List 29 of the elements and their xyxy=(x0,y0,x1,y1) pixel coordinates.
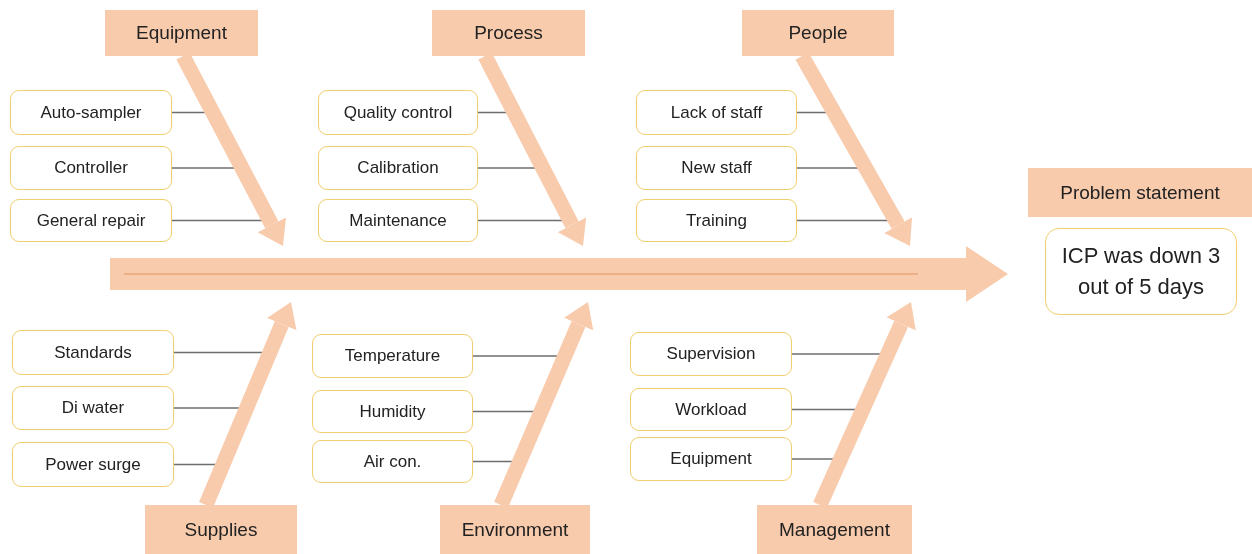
problem-header: Problem statement xyxy=(1028,168,1252,217)
category-box: Equipment xyxy=(105,10,258,56)
problem-box: ICP was down 3 out of 5 days xyxy=(1045,228,1237,315)
cause-box: General repair xyxy=(10,199,172,242)
category-box: Supplies xyxy=(145,505,297,554)
cause-box: Humidity xyxy=(312,390,473,433)
cause-box: Supervision xyxy=(630,332,792,376)
spine-arrow xyxy=(110,246,1008,302)
cause-box: Equipment xyxy=(630,437,792,481)
cause-box: Standards xyxy=(12,330,174,375)
category-box: Management xyxy=(757,505,912,554)
category-box: Environment xyxy=(440,505,590,554)
cause-box: Lack of staff xyxy=(636,90,797,135)
category-arrow xyxy=(494,302,594,508)
cause-box: Di water xyxy=(12,386,174,430)
category-box: Process xyxy=(432,10,585,56)
cause-box: Training xyxy=(636,199,797,242)
cause-box: Maintenance xyxy=(318,199,478,242)
cause-box: Temperature xyxy=(312,334,473,378)
cause-box: Quality control xyxy=(318,90,478,135)
cause-box: Auto-sampler xyxy=(10,90,172,135)
category-arrow xyxy=(199,302,297,508)
cause-box: Calibration xyxy=(318,146,478,190)
cause-box: Controller xyxy=(10,146,172,190)
cause-box: Air con. xyxy=(312,440,473,483)
cause-box: Power surge xyxy=(12,442,174,487)
cause-box: Workload xyxy=(630,388,792,431)
category-box: People xyxy=(742,10,894,56)
cause-box: New staff xyxy=(636,146,797,190)
